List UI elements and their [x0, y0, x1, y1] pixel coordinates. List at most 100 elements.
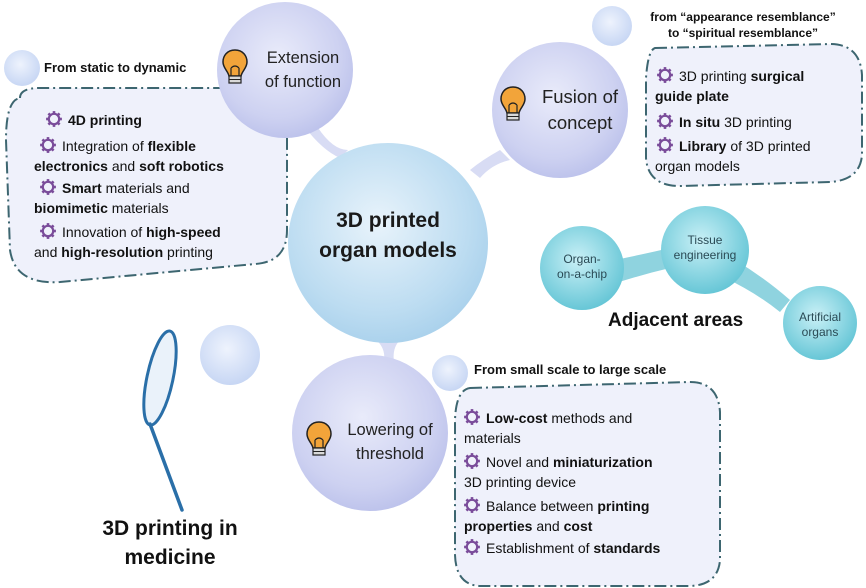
lightbulb-icon: [306, 421, 332, 456]
item-text: properties: [464, 518, 533, 534]
small-circle-middle: [200, 325, 260, 385]
lowering-item: Low-cost methods and materials: [464, 408, 632, 448]
extension-dashed-box: [4, 87, 288, 284]
fusion-header-line2: to “spiritual resemblance”: [667, 26, 819, 40]
extension-bubble: [217, 2, 353, 138]
adjacent-areas-label: Adjacent areas: [608, 310, 744, 331]
item-text: 3D printing: [720, 114, 792, 130]
item-text: and: [34, 244, 62, 260]
lowering-title-line1: Lowering of: [347, 421, 433, 439]
extension-header: From static to dynamic: [44, 60, 187, 75]
artificial-line1: Artificial: [798, 310, 841, 324]
organ-chip-line1: Organ-: [563, 252, 601, 266]
lowering-title-line2: threshold: [356, 445, 424, 463]
center-bubble: [288, 143, 488, 343]
fusion-title-line2: concept: [547, 112, 613, 133]
gear-icon: [657, 113, 673, 129]
center-title-line2: organ models: [319, 239, 457, 262]
extension-item: Smart materials and biomimetic materials: [34, 178, 190, 218]
lowering-item: Balance between printing properties and c…: [464, 496, 649, 536]
lowering-title: Lowering of threshold: [335, 418, 445, 466]
lightbulb-icon: [500, 86, 526, 121]
gear-icon: [40, 137, 56, 153]
lowering-dashed-box: [454, 380, 721, 587]
tissue-label: Tissue engineering: [665, 233, 745, 263]
tissue-line1: Tissue: [687, 233, 723, 247]
item-text: 4D printing: [68, 112, 142, 128]
medicine-title: 3D printing in medicine: [70, 514, 270, 572]
item-text: In situ: [679, 114, 721, 130]
fusion-bubble: [492, 42, 628, 178]
item-text: Establishment of: [486, 540, 594, 556]
gear-icon: [464, 453, 480, 469]
item-text: flexible: [147, 138, 196, 154]
small-circle-topleft: [4, 50, 40, 86]
item-text: Smart: [62, 180, 102, 196]
lowering-item: Establishment of standards: [464, 538, 660, 558]
organ-chip-circle: [540, 226, 624, 310]
organ-chip-line2: on-a-chip: [556, 267, 608, 281]
item-text: materials: [464, 430, 521, 446]
gear-icon: [40, 179, 56, 195]
item-text: high-speed: [146, 224, 221, 240]
fusion-dashed-box: [645, 42, 863, 188]
item-text: guide plate: [655, 88, 729, 104]
item-text: Library: [679, 138, 727, 154]
connector-lowering: [376, 340, 400, 362]
extension-item: 4D printing: [46, 110, 142, 130]
small-circle-lowering: [432, 355, 468, 391]
artificial-circle: [783, 286, 857, 360]
lightbulb-icon: [222, 49, 248, 84]
lowering-bubble: [292, 355, 448, 511]
item-text: Novel and: [486, 454, 553, 470]
fusion-item: In situ 3D printing: [657, 112, 792, 132]
tissue-line2: engineering: [673, 248, 737, 262]
item-text: printing: [597, 498, 650, 514]
item-text: materials and: [101, 180, 190, 196]
fusion-title-line1: Fusion of: [541, 86, 619, 107]
item-text: organ models: [655, 158, 740, 174]
organ-chip-label: Organ- on-a-chip: [545, 252, 619, 282]
item-text: 3D printing device: [464, 474, 577, 490]
item-text: cost: [563, 518, 593, 534]
gear-icon: [464, 409, 480, 425]
artificial-label: Artificial organs: [787, 310, 853, 340]
fusion-header: from “appearance resemblance” to “spirit…: [628, 9, 858, 41]
lowering-item: Novel and miniaturization 3D printing dev…: [464, 452, 653, 492]
item-text: and: [532, 518, 564, 534]
item-text: standards: [593, 540, 661, 556]
item-text: high-resolution: [61, 244, 164, 260]
item-text: printing: [163, 244, 213, 260]
gear-icon: [40, 223, 56, 239]
item-text: and: [107, 158, 140, 174]
gear-icon: [464, 497, 480, 513]
artificial-line2: organs: [801, 325, 839, 339]
extension-title-line2: of function: [264, 73, 342, 91]
magnifier-loop: [142, 329, 178, 427]
item-text: soft robotics: [139, 158, 224, 174]
item-text: materials: [107, 200, 169, 216]
fusion-item: Library of 3D printed organ models: [655, 136, 811, 176]
item-text: biomimetic: [34, 200, 108, 216]
center-title-line1: 3D printed: [336, 209, 440, 232]
item-text: surgical: [750, 68, 805, 84]
extension-title-line1: Extension: [266, 49, 340, 67]
item-text: Balance between: [486, 498, 598, 514]
magnifier-handle: [148, 422, 184, 512]
item-text: Innovation of: [62, 224, 147, 240]
gear-icon: [46, 111, 62, 127]
item-text: Low-cost: [486, 410, 548, 426]
item-text: of 3D printed: [726, 138, 811, 154]
extension-title: Extension of function: [248, 46, 358, 94]
tissue-circle: [661, 206, 749, 294]
extension-item: Innovation of high-speed and high-resolut…: [34, 222, 221, 262]
center-title: 3D printed organ models: [298, 206, 478, 266]
small-circle-topright: [592, 6, 632, 46]
connector-fusion: [470, 150, 510, 178]
medicine-title-line2: medicine: [124, 546, 216, 569]
item-text: methods and: [547, 410, 633, 426]
item-text: miniaturization: [552, 454, 653, 470]
